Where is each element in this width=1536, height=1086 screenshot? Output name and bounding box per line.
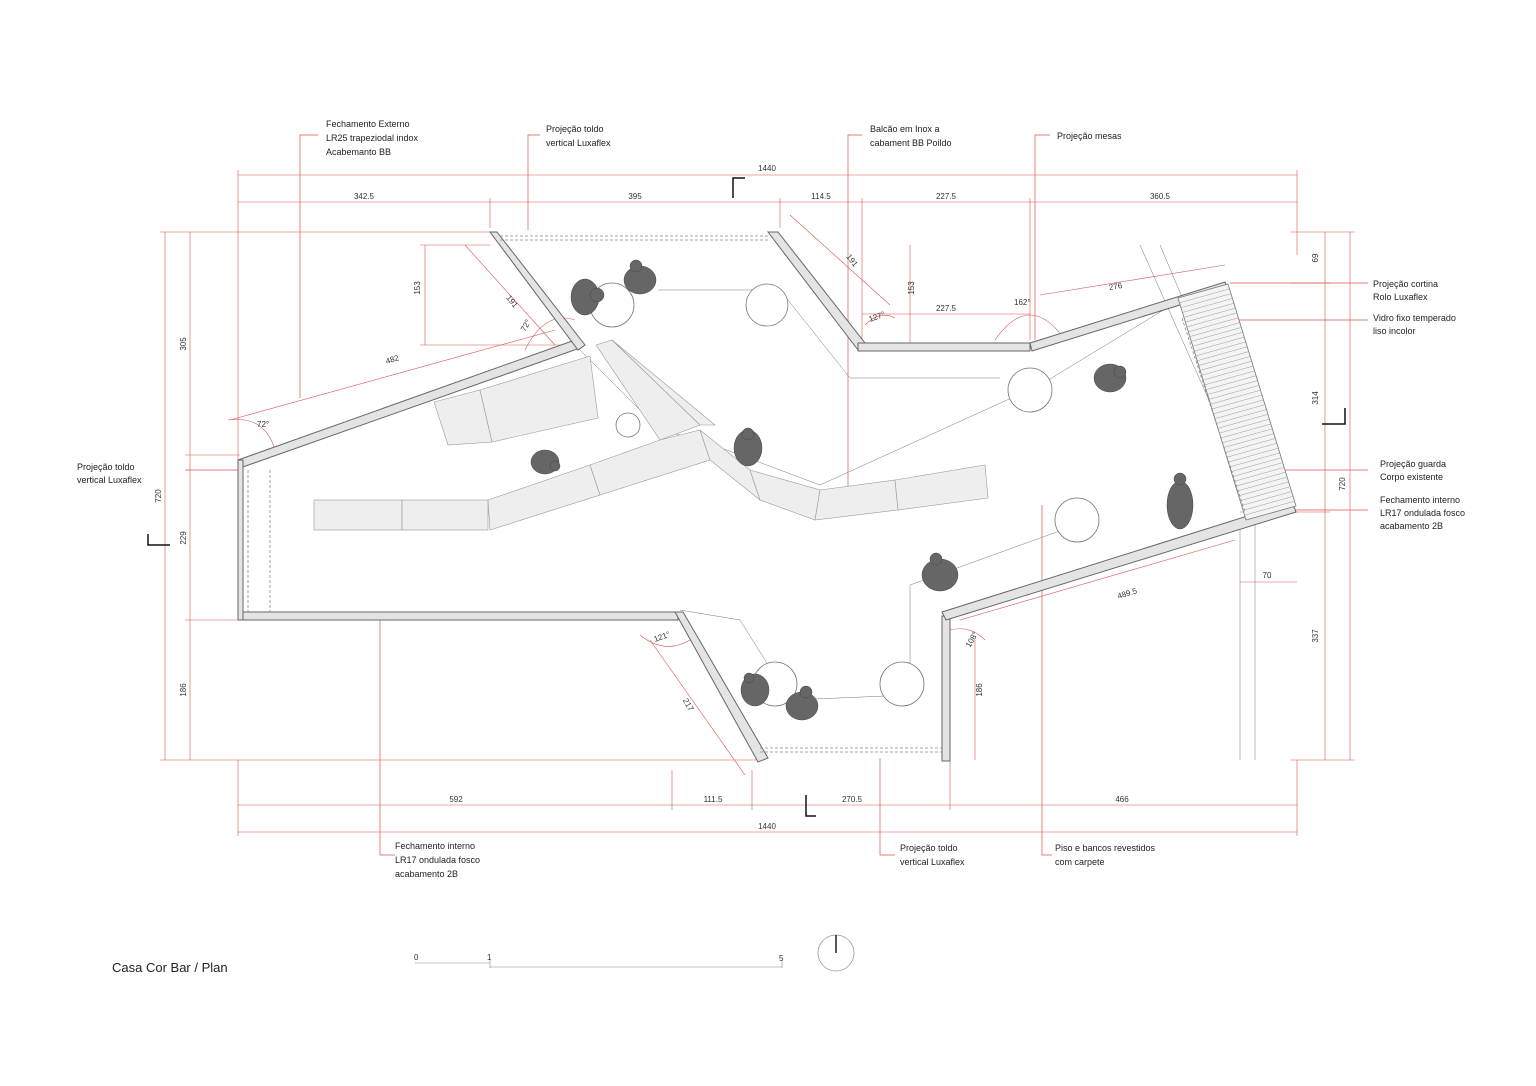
note-projecao-cortina: Projeção cortina Rolo Luxaflex — [1373, 279, 1441, 302]
dim-inner-191-left: 191 — [504, 293, 520, 309]
dim-angle-121: 121° — [653, 630, 672, 644]
dim-angle-108: 108° — [964, 630, 980, 649]
dim-left-3: 186 — [179, 683, 188, 697]
section-markers — [147, 177, 1346, 817]
scale-label-1: 1 — [487, 953, 492, 962]
dim-angle-72-low: 72° — [257, 420, 269, 429]
person-figure — [623, 259, 657, 295]
person-figure — [785, 685, 819, 721]
glazing-lines — [247, 235, 1246, 753]
ramp-hatch — [1179, 288, 1295, 516]
dim-inner-191-mid: 191 — [844, 252, 860, 268]
dim-inner-217: 217 — [681, 697, 696, 714]
scale-label-5: 5 — [779, 954, 784, 963]
dim-bottom-3: 270.5 — [842, 795, 863, 804]
note-projecao-toldo-top: Projeção toldo vertical Luxaflex — [546, 124, 611, 148]
person-figure — [530, 449, 561, 475]
dim-right-3: 337 — [1311, 629, 1320, 643]
dim-top-4: 227.5 — [936, 192, 957, 201]
dim-right-2: 314 — [1311, 391, 1320, 405]
dim-top-1: 342.5 — [354, 192, 375, 201]
person-figure — [921, 552, 959, 592]
note-projecao-guarda: Projeção guarda Corpo existente — [1380, 459, 1449, 482]
scale-bar: 0 1 5 — [414, 953, 784, 968]
dim-inner-227-mid: 227.5 — [936, 304, 957, 313]
dim-top-2: 395 — [628, 192, 642, 201]
note-projecao-mesas: Projeção mesas — [1057, 131, 1122, 141]
people-figures — [530, 259, 1194, 721]
note-vidro: Vidro fixo temperado liso incolor — [1373, 313, 1458, 336]
dim-left-1: 305 — [179, 337, 188, 351]
scale-label-0: 0 — [414, 953, 419, 962]
note-projecao-toldo-bottom: Projeção toldo vertical Luxaflex — [900, 843, 965, 867]
dim-inner-482: 482 — [385, 353, 401, 366]
dim-inner-276: 276 — [1108, 281, 1123, 292]
dim-top-5: 360.5 — [1150, 192, 1171, 201]
dim-inner-70: 70 — [1263, 571, 1272, 580]
bar-counter — [313, 339, 989, 531]
person-figure — [1166, 472, 1194, 530]
dim-bottom-2: 111.5 — [704, 795, 723, 804]
dimension-lines — [160, 134, 1368, 856]
dim-angle-72-up: 72° — [519, 318, 533, 333]
annotation-notes: Fechamento Externo LR25 trapeziodal indo… — [77, 119, 1468, 879]
dim-left-total: 720 — [154, 489, 163, 503]
note-fechamento-interno-bottom: Fechamento interno LR17 ondulada fosco a… — [395, 841, 483, 879]
person-figure — [733, 427, 763, 467]
person-figure — [740, 672, 770, 707]
dim-bottom-total: 1440 — [758, 822, 776, 831]
dim-inner-489: 489.5 — [1116, 586, 1138, 601]
dim-angle-162: 162° — [1014, 298, 1031, 307]
dim-top-total: 1440 — [758, 164, 776, 173]
note-projecao-toldo-left: Projeção toldo vertical Luxaflex — [77, 462, 142, 485]
walls — [237, 231, 1297, 763]
dim-right-1: 69 — [1311, 253, 1320, 262]
dim-left-2: 229 — [179, 531, 188, 545]
dim-top-3: 114.5 — [811, 192, 831, 201]
dim-bottom-1: 592 — [449, 795, 463, 804]
dim-bottom-4: 466 — [1115, 795, 1129, 804]
dim-right-total: 720 — [1338, 477, 1347, 491]
person-figure — [570, 278, 605, 316]
dim-inner-186-right: 186 — [975, 683, 984, 697]
note-fechamento-interno-right: Fechamento interno LR17 ondulada fosco a… — [1380, 495, 1468, 531]
dim-inner-153-left: 153 — [413, 281, 422, 295]
note-fechamento-externo: Fechamento Externo LR25 trapeziodal indo… — [326, 119, 421, 157]
north-arrow-icon — [817, 934, 855, 972]
note-piso: Piso e bancos revestidos com carpete — [1055, 843, 1158, 867]
person-figure — [1093, 363, 1127, 393]
dim-inner-153-mid: 153 — [907, 281, 916, 295]
plan-title: Casa Cor Bar / Plan — [112, 960, 228, 975]
note-balcao: Balcão em Inox a cabament BB Poildo — [870, 124, 952, 148]
dim-angle-127: 127° — [868, 310, 887, 324]
